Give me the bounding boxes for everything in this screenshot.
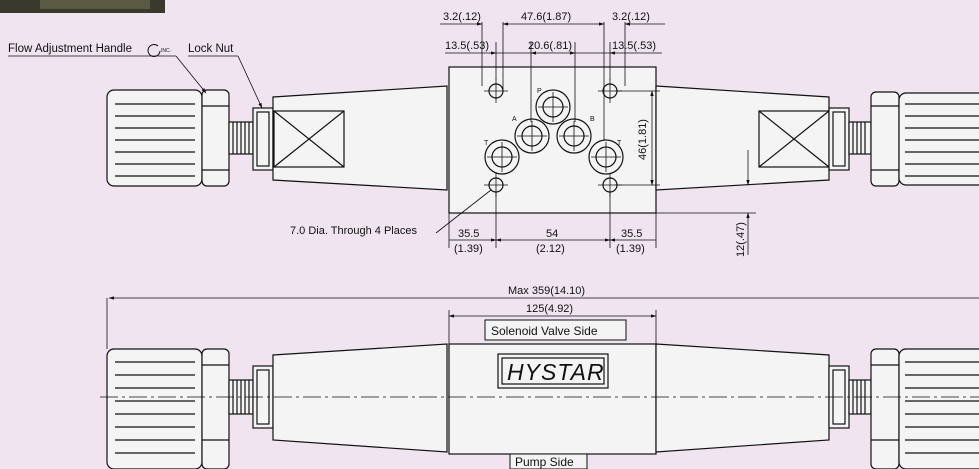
lock-nut-label: Lock Nut [188, 43, 234, 55]
flow-handle-label: Flow Adjustment Handle [8, 43, 132, 55]
dim-top-right: 3.2(.12) [612, 11, 650, 23]
port-b-label: B [590, 116, 595, 123]
dim-bottom-mid-mm: 54 [546, 228, 558, 240]
dim-second-mid: 20.6(.81) [528, 40, 572, 52]
dim-max-length: Max 359(14.10) [508, 285, 585, 297]
port-t-left-outer [484, 139, 520, 175]
port-p-label: P [537, 88, 542, 95]
right-handle [828, 91, 979, 187]
dim-bottom-right-in: (1.39) [616, 243, 645, 255]
right-solenoid-side [655, 343, 830, 453]
inc-arrow-icon [147, 44, 161, 57]
dim-top-span: 47.6(1.87) [521, 11, 571, 23]
inc-label: INC. [161, 48, 171, 54]
port-t-left-label: T [484, 140, 489, 147]
solenoid-side-box [484, 319, 627, 341]
left-solenoid-side [272, 343, 448, 453]
pump-side-box [509, 453, 588, 469]
dim-second-left: 13.5(.53) [445, 40, 489, 52]
dim-bottom-mid-in: (2.12) [536, 243, 565, 255]
dim-bottom-left-mm: 35.5 [458, 228, 479, 240]
left-handle-side [106, 348, 274, 469]
dim-body-length: 125(4.92) [526, 303, 573, 315]
photo-corner-detail [40, 0, 150, 9]
dimension-lines [8, 22, 979, 349]
valve-body-top [448, 66, 657, 214]
holes-label: 7.0 Dia. Through 4 Places [290, 225, 417, 237]
left-handle [106, 89, 274, 187]
port-p-outer [535, 89, 571, 125]
dim-second-right: 13.5(.53) [612, 40, 656, 52]
right-handle-side [828, 348, 979, 469]
port-b-outer [556, 118, 592, 154]
dim-bottom-right-mm: 35.5 [621, 228, 642, 240]
port-a-outer [514, 118, 550, 154]
top-view [106, 66, 979, 214]
brand-plate-inner [501, 357, 605, 385]
port-t-right-label: T [617, 140, 622, 147]
brand-logo: HYSTAR [507, 359, 605, 385]
port-t-right-outer [588, 139, 624, 175]
dim-bottom-left-in: (1.39) [454, 243, 483, 255]
side-view [106, 343, 979, 469]
solenoid-side-label: Solenoid Valve Side [491, 324, 598, 338]
dim-top-left: 3.2(.12) [443, 11, 481, 23]
dim-offset-right: 12(.47) [735, 222, 747, 257]
dim-height: 46(1.81) [637, 119, 649, 160]
port-a-label: A [512, 116, 517, 123]
pump-side-label: Pump Side [515, 455, 574, 469]
